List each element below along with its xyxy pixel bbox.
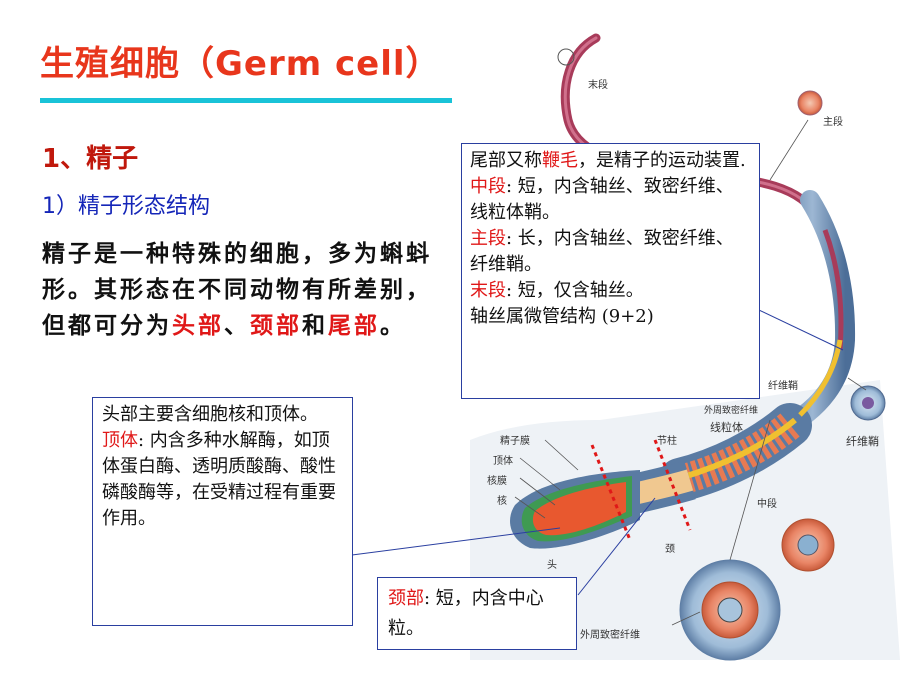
label-middle-piece: 中段	[757, 499, 777, 510]
xsec-middle-core	[797, 534, 819, 556]
tail-box-end-text: : 短，仅含轴丝。	[506, 280, 644, 301]
tail-box-mid-label: 中段	[470, 176, 506, 197]
label-end-piece: 末段	[588, 80, 608, 91]
head-box-connector	[351, 527, 561, 556]
tail-box-main-text: : 长，内含轴丝、致密纤维、纤维鞘。	[470, 228, 734, 275]
tail-info-box: 尾部又称鞭毛，是精子的运动装置. 中段: 短，内含轴丝、致密纤维、线粒体鞘。 主…	[461, 143, 760, 399]
head-box-acro-text: : 内含多种水解酶，如顶体蛋白酶、透明质酸酶、酸性磷酸酶等，在受精过程有重要作用…	[102, 430, 336, 529]
xsec-fibrous-core	[862, 397, 874, 409]
label-main-piece: 主段	[823, 117, 843, 128]
intro-paragraph: 精子是一种特殊的细胞，多为蝌蚪形。其形态在不同动物有所差别，但都可分为头部、颈部…	[42, 236, 442, 344]
xsec-large-core	[717, 597, 743, 623]
label-acrosome: 顶体	[493, 456, 513, 467]
tail-box-axoneme: 轴丝属微管结构 (9+2)	[470, 306, 654, 327]
label-outer-dense-fiber-2: 外周致密纤维	[580, 630, 640, 641]
nucleus-shape	[532, 482, 626, 536]
divider-neck-mid	[653, 439, 692, 531]
label-fibrous-sheath: 纤维鞘	[768, 381, 798, 392]
head-box-text: 头部主要含细胞核和顶体。	[102, 404, 318, 425]
intro-text: 精子是一种特殊的细胞，多为蝌蚪形。其形态在不同动物有所差别，但都可分为	[42, 241, 432, 339]
intro-sep: 、	[224, 313, 250, 339]
tail-box-flagellum: 鞭毛	[542, 150, 578, 171]
neck-box-connector	[577, 497, 656, 596]
neck-box-text: : 短，内含中心粒。	[388, 588, 544, 639]
neck-box-label: 颈部	[388, 588, 424, 609]
tail-box-text-1: 尾部又称	[470, 150, 542, 171]
intro-end: 。	[380, 313, 406, 339]
page-title: 生殖细胞（Germ cell）	[40, 44, 441, 84]
axoneme-main	[798, 339, 843, 417]
tail-box-text-2: ，是精子的运动装置.	[578, 150, 746, 171]
tail-box-main-label: 主段	[470, 228, 506, 249]
subsection-heading: 1）精子形态结构	[42, 194, 210, 219]
label-neck: 颈	[665, 544, 675, 555]
head-info-box: 头部主要含细胞核和顶体。 顶体: 内含多种水解酶，如顶体蛋白酶、透明质酸酶、酸性…	[92, 397, 353, 626]
head-box-acro-label: 顶体	[102, 430, 138, 451]
xsec-end-marker	[557, 48, 575, 66]
intro-neck: 颈部	[250, 313, 302, 339]
title-underline	[40, 98, 452, 103]
label-nuclear-membrane: 核膜	[487, 476, 507, 487]
label-outer-dense-fiber: 外周致密纤维	[704, 406, 759, 416]
label-mitochondria: 线粒体	[710, 421, 743, 434]
section-heading: 1、精子	[42, 144, 139, 174]
xsec-main-top	[797, 90, 823, 116]
intro-tail: 尾部	[328, 313, 380, 339]
intro-head: 头部	[172, 313, 224, 339]
intro-and: 和	[302, 313, 328, 339]
label-head: 头	[547, 560, 557, 571]
label-fibrous-sheath-2: 纤维鞘	[846, 435, 879, 448]
tail-box-mid-text: : 短，内含轴丝、致密纤维、线粒体鞘。	[470, 176, 734, 223]
axoneme	[679, 417, 797, 481]
tail-box-end-label: 末段	[470, 280, 506, 301]
label-nucleus: 核	[497, 496, 507, 507]
label-segmented-column: 节柱	[657, 436, 677, 447]
tail-main-inner	[822, 229, 844, 351]
neck-info-box: 颈部: 短，内含中心粒。	[377, 577, 577, 650]
divider-head-neck	[590, 444, 632, 541]
label-sperm-membrane: 精子膜	[500, 436, 530, 447]
